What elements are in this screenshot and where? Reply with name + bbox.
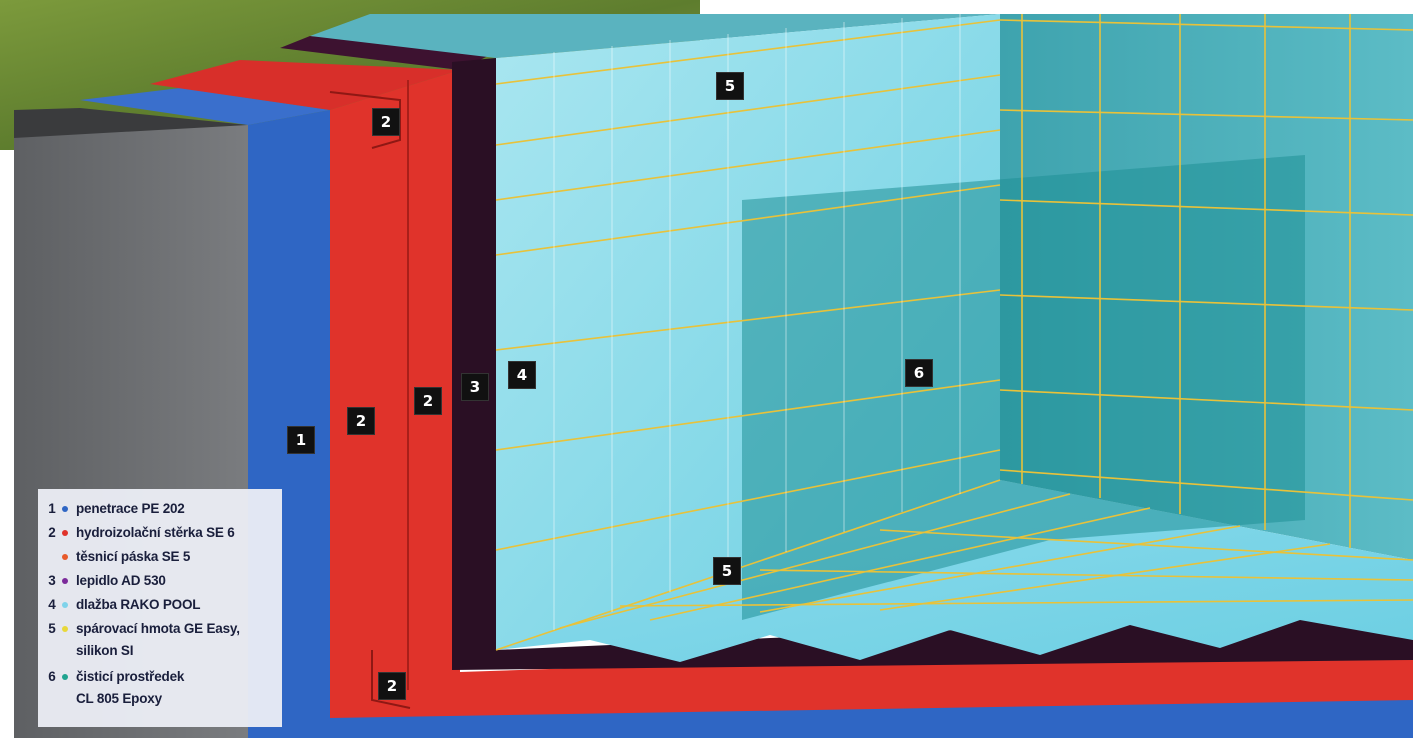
legend-item: 4 dlažba RAKO POOL bbox=[38, 595, 282, 615]
marker-3: 3 bbox=[461, 373, 489, 401]
marker-2-right: 2 bbox=[414, 387, 442, 415]
legend-text: CL 805 Epoxy bbox=[76, 689, 162, 709]
legend-item: 1 penetrace PE 202 bbox=[38, 499, 282, 519]
legend-dot bbox=[62, 554, 68, 560]
legend-text: silikon SI bbox=[76, 641, 133, 661]
legend: 1 penetrace PE 202 2 hydroizolační stěrk… bbox=[38, 489, 282, 727]
legend-item: 3 lepidlo AD 530 bbox=[38, 571, 282, 591]
legend-number: 6 bbox=[46, 667, 58, 687]
legend-dot bbox=[62, 578, 68, 584]
legend-text: lepidlo AD 530 bbox=[76, 571, 166, 591]
legend-text: spárovací hmota GE Easy, bbox=[76, 619, 240, 639]
marker-1: 1 bbox=[287, 426, 315, 454]
legend-number: 1 bbox=[46, 499, 58, 519]
legend-item: 2 hydroizolační stěrka SE 6 bbox=[38, 523, 282, 543]
legend-text: dlažba RAKO POOL bbox=[76, 595, 200, 615]
legend-dot bbox=[62, 674, 68, 680]
marker-2-top: 2 bbox=[372, 108, 400, 136]
legend-item: 5 spárovací hmota GE Easy, bbox=[38, 619, 282, 639]
marker-4: 4 bbox=[508, 361, 536, 389]
marker-6: 6 bbox=[905, 359, 933, 387]
legend-item: silikon SI bbox=[38, 641, 282, 661]
legend-text: čisticí prostředek bbox=[76, 667, 184, 687]
legend-number: 3 bbox=[46, 571, 58, 591]
legend-text: těsnicí páska SE 5 bbox=[76, 547, 190, 567]
legend-number: 2 bbox=[46, 523, 58, 543]
legend-dot bbox=[62, 626, 68, 632]
legend-text: hydroizolační stěrka SE 6 bbox=[76, 523, 235, 543]
legend-dot bbox=[62, 506, 68, 512]
legend-number: 4 bbox=[46, 595, 58, 615]
legend-number: 5 bbox=[46, 619, 58, 639]
marker-2-mid: 2 bbox=[347, 407, 375, 435]
marker-5-bottom: 5 bbox=[713, 557, 741, 585]
legend-item: těsnicí páska SE 5 bbox=[38, 547, 282, 567]
legend-item: 6 čisticí prostředek bbox=[38, 667, 282, 687]
legend-item: CL 805 Epoxy bbox=[38, 689, 282, 709]
legend-text: penetrace PE 202 bbox=[76, 499, 185, 519]
marker-2-bottom: 2 bbox=[378, 672, 406, 700]
legend-dot bbox=[62, 530, 68, 536]
legend-dot bbox=[62, 602, 68, 608]
marker-5-top: 5 bbox=[716, 72, 744, 100]
